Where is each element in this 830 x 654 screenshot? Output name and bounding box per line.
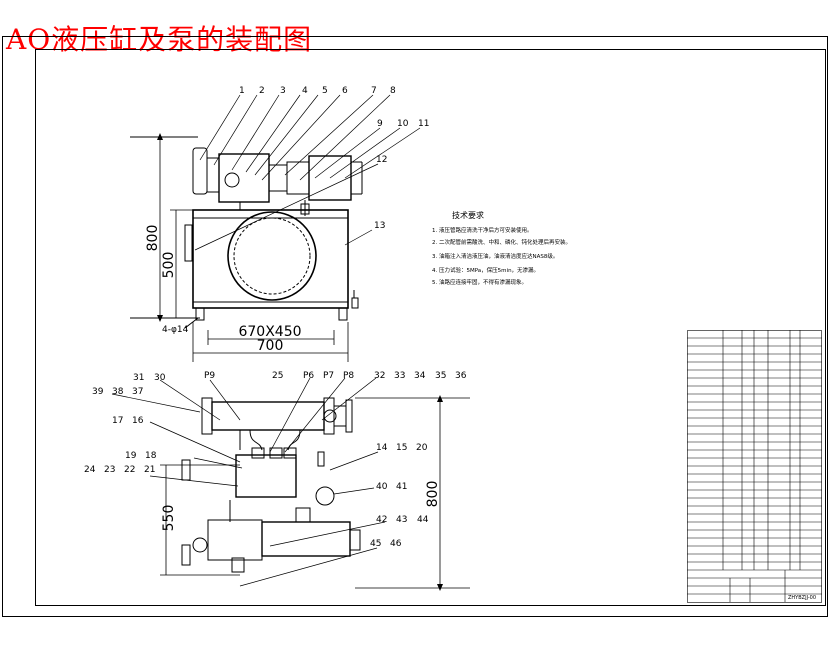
bottom-view: 800 550 (84, 371, 470, 591)
callout-33: 33 (394, 371, 405, 381)
callout-18: 17 (112, 416, 123, 426)
callout-24: 24 (84, 465, 96, 475)
callout-44: 44 (417, 515, 429, 525)
hydraulic-cylinder-lower (261, 521, 351, 557)
callout-6: 6 (342, 86, 348, 96)
level-gauge (184, 224, 193, 262)
callout-9: 9 (377, 119, 383, 129)
pump-body (218, 153, 270, 203)
callout-25: 25 (272, 371, 283, 381)
inner-frame (35, 49, 826, 606)
callout-36: 36 (455, 371, 467, 381)
callout-23: 23 (104, 465, 115, 475)
callout-39: 39 (92, 387, 104, 397)
callout-5: 5 (322, 86, 328, 96)
callout-16: 20 (416, 443, 428, 453)
port-p9: P9 (204, 371, 215, 381)
bottom-callouts: P9 25 P6 P7 P8 31 30 32 33 34 35 36 39 3… (84, 371, 467, 549)
port-p8: P8 (343, 371, 354, 381)
outer-border (2, 36, 828, 617)
callout-11: 11 (418, 119, 429, 129)
dim-sub-height: 550 (161, 505, 177, 532)
callout-38: 38 (112, 387, 124, 397)
top-callouts: 1 2 3 4 5 6 7 8 9 10 11 12 13 (239, 86, 429, 231)
tech-requirements: 技术要求 1. 液压管路应清洗干净后方可安装使用。 2. 二次配管前需酸洗、中和… (432, 210, 571, 286)
callout-46: 46 (390, 539, 402, 549)
callout-37: 37 (132, 387, 143, 397)
callout-43: 43 (396, 515, 407, 525)
callout-31: 31 (133, 373, 144, 383)
callout-32: 32 (374, 371, 385, 381)
pressure-gauge (315, 486, 335, 506)
port-p7: P7 (323, 371, 334, 381)
callout-10: 10 (397, 119, 409, 129)
callout-13: 13 (374, 221, 385, 231)
filter-housing (192, 147, 208, 195)
callout-2: 2 (259, 86, 265, 96)
callout-30: 30 (154, 373, 166, 383)
coupling (286, 161, 310, 195)
callout-15: 15 (396, 443, 407, 453)
callout-8: 8 (390, 86, 396, 96)
valve-manifold (235, 454, 297, 498)
tech-item-3: 3. 油箱注入清洁液压油，油液清洁度应达NAS8级。 (432, 252, 558, 260)
callout-41: 41 (396, 482, 407, 492)
callout-7: 7 (371, 86, 377, 96)
dim-total-height: 800 (145, 225, 161, 252)
tech-item-4: 4. 压力试验：5MPa，保压5min，无渗漏。 (432, 266, 539, 274)
tech-item-5: 5. 油路应连接牢固，不得有渗漏现象。 (432, 278, 527, 286)
callout-35: 35 (435, 371, 446, 381)
inspection-cover (227, 211, 317, 301)
callout-12: 12 (376, 155, 387, 165)
oil-tank (192, 209, 349, 309)
dim-tank-footprint: 670X450 (238, 324, 301, 340)
callout-1: 1 (239, 86, 245, 96)
dim-base-width: 700 (257, 338, 284, 354)
callout-22: 22 (124, 465, 135, 475)
callout-17: 16 (132, 416, 144, 426)
callout-40: 40 (376, 482, 388, 492)
hydraulic-cylinder-upper (211, 401, 325, 431)
callout-4: 4 (302, 86, 308, 96)
callout-20: 19 (125, 451, 137, 461)
callout-3: 3 (280, 86, 286, 96)
callout-21: 21 (144, 465, 155, 475)
dim-bottom-height: 800 (425, 481, 441, 508)
tech-item-2: 2. 二次配管前需酸洗、中和、磷化、钝化处理后再安装。 (432, 238, 571, 246)
tech-heading: 技术要求 (452, 210, 484, 220)
callout-34: 34 (414, 371, 426, 381)
parts-list (687, 330, 822, 603)
callout-45: 45 (370, 539, 381, 549)
callout-42: 42 (376, 515, 387, 525)
top-view: 800 500 670X450 700 4 (130, 86, 429, 362)
port-p6: P6 (303, 371, 314, 381)
motor (308, 155, 352, 201)
callout-19: 18 (145, 451, 157, 461)
tech-item-1: 1. 液压管路应清洗干净后方可安装使用。 (432, 226, 533, 234)
dim-tank-height: 500 (161, 252, 177, 279)
drawing-title: AO液压缸及泵的装配图 (6, 23, 313, 56)
drawing-number: ZHYBZJJ-00 (788, 595, 816, 601)
callout-14: 14 (376, 443, 388, 453)
dim-foot-holes: 4-φ14 (162, 325, 189, 335)
